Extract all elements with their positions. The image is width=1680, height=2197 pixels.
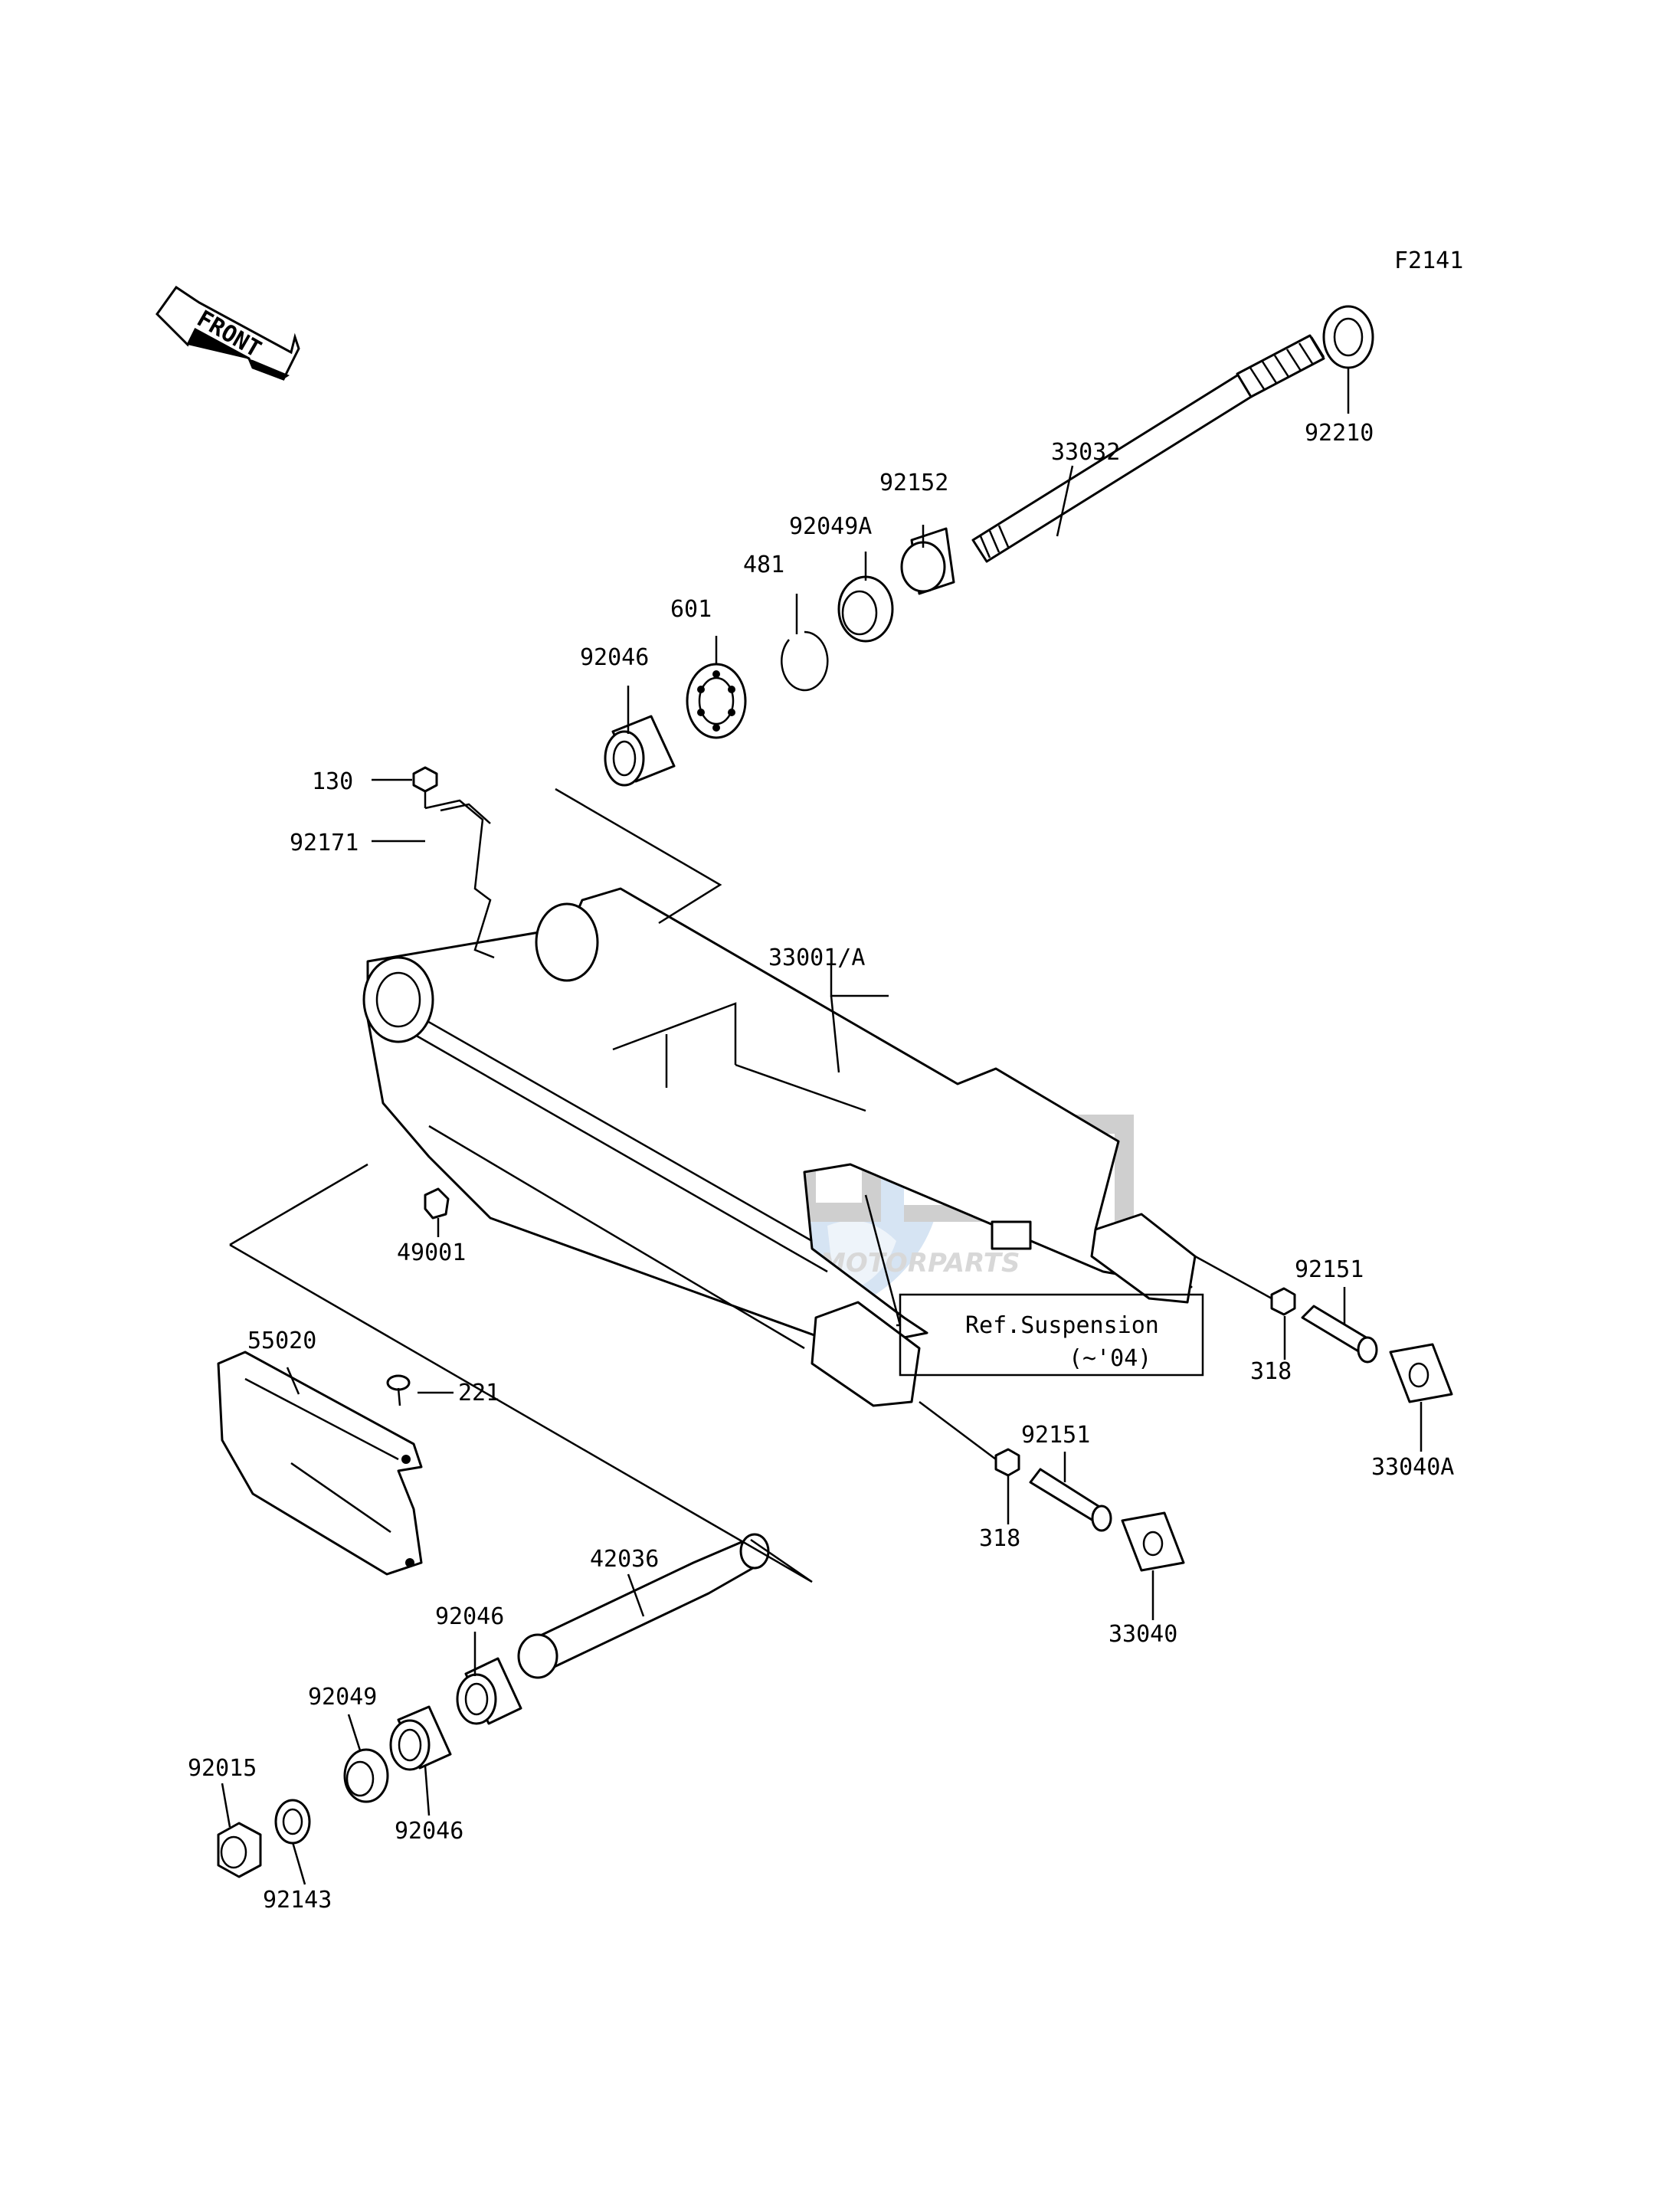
ball-bearing-601 (686, 663, 747, 739)
chain-adjuster-33040 (1121, 1511, 1185, 1572)
label-92046-mid: 92046 (435, 1603, 504, 1630)
label-33032: 33032 (1051, 439, 1120, 466)
figure-code: F2141 (1394, 247, 1463, 274)
leader-lines (221, 368, 1423, 1885)
label-130: 130 (312, 768, 353, 795)
label-318-right: 318 (1250, 1358, 1292, 1385)
chain-guide-92171 (424, 799, 495, 959)
nut-318-mid (994, 1448, 1020, 1477)
label-92151-right: 92151 (1295, 1256, 1364, 1283)
circlip-481 (781, 630, 829, 692)
label-92152: 92152 (879, 470, 948, 496)
swingarm-33001A (362, 887, 1197, 1407)
label-221: 221 (458, 1380, 499, 1406)
needle-bearing-92046-low (389, 1705, 452, 1771)
ref-note-line2: (~'04) (1069, 1345, 1151, 1372)
label-92015: 92015 (188, 1755, 257, 1782)
grease-nipple-49001 (424, 1187, 450, 1220)
label-92049: 92049 (308, 1684, 377, 1711)
label-92143: 92143 (263, 1887, 332, 1914)
seal-92049A (837, 575, 894, 643)
needle-bearing-92046-mid (456, 1657, 522, 1725)
label-49001: 49001 (397, 1239, 466, 1266)
label-318-mid: 318 (979, 1525, 1020, 1552)
bolt-130 (412, 766, 438, 793)
adjust-bolt-92151-right (1301, 1305, 1378, 1364)
label-92151-mid: 92151 (1021, 1422, 1090, 1449)
label-55020: 55020 (247, 1328, 316, 1354)
watermark-subtitle: MOTORPARTS (820, 1248, 1020, 1279)
ref-note-line1: Ref.Suspension (965, 1312, 1159, 1339)
label-33040A: 33040A (1371, 1454, 1454, 1481)
collar-92152 (900, 527, 955, 595)
spacer-92143 (274, 1799, 311, 1845)
label-92171: 92171 (290, 830, 359, 856)
label-42036: 42036 (590, 1546, 659, 1573)
front-badge-label: FRONT (192, 306, 266, 363)
label-601: 601 (670, 596, 712, 623)
label-92049A: 92049A (789, 513, 872, 540)
pivot-shaft-33032 (971, 334, 1325, 563)
nut-92015 (217, 1822, 262, 1878)
chain-adjuster-33040A (1389, 1343, 1453, 1403)
chain-slider-55020 (217, 1351, 423, 1576)
sleeve-42036 (517, 1533, 770, 1679)
needle-bearing-92046-top (604, 715, 676, 787)
label-33001A: 33001/A (768, 945, 865, 971)
label-92210: 92210 (1305, 420, 1374, 447)
nut-318-right (1270, 1287, 1296, 1316)
seal-92049 (343, 1748, 389, 1803)
label-92046-low: 92046 (395, 1818, 463, 1845)
label-33040: 33040 (1109, 1621, 1177, 1648)
front-arrow-icon: FRONT (156, 285, 300, 381)
adjust-bolt-92151-mid (1029, 1468, 1112, 1532)
label-481: 481 (743, 552, 784, 578)
label-92046-top: 92046 (580, 644, 649, 671)
locknut-92210 (1322, 305, 1374, 369)
screw-221 (386, 1374, 411, 1406)
